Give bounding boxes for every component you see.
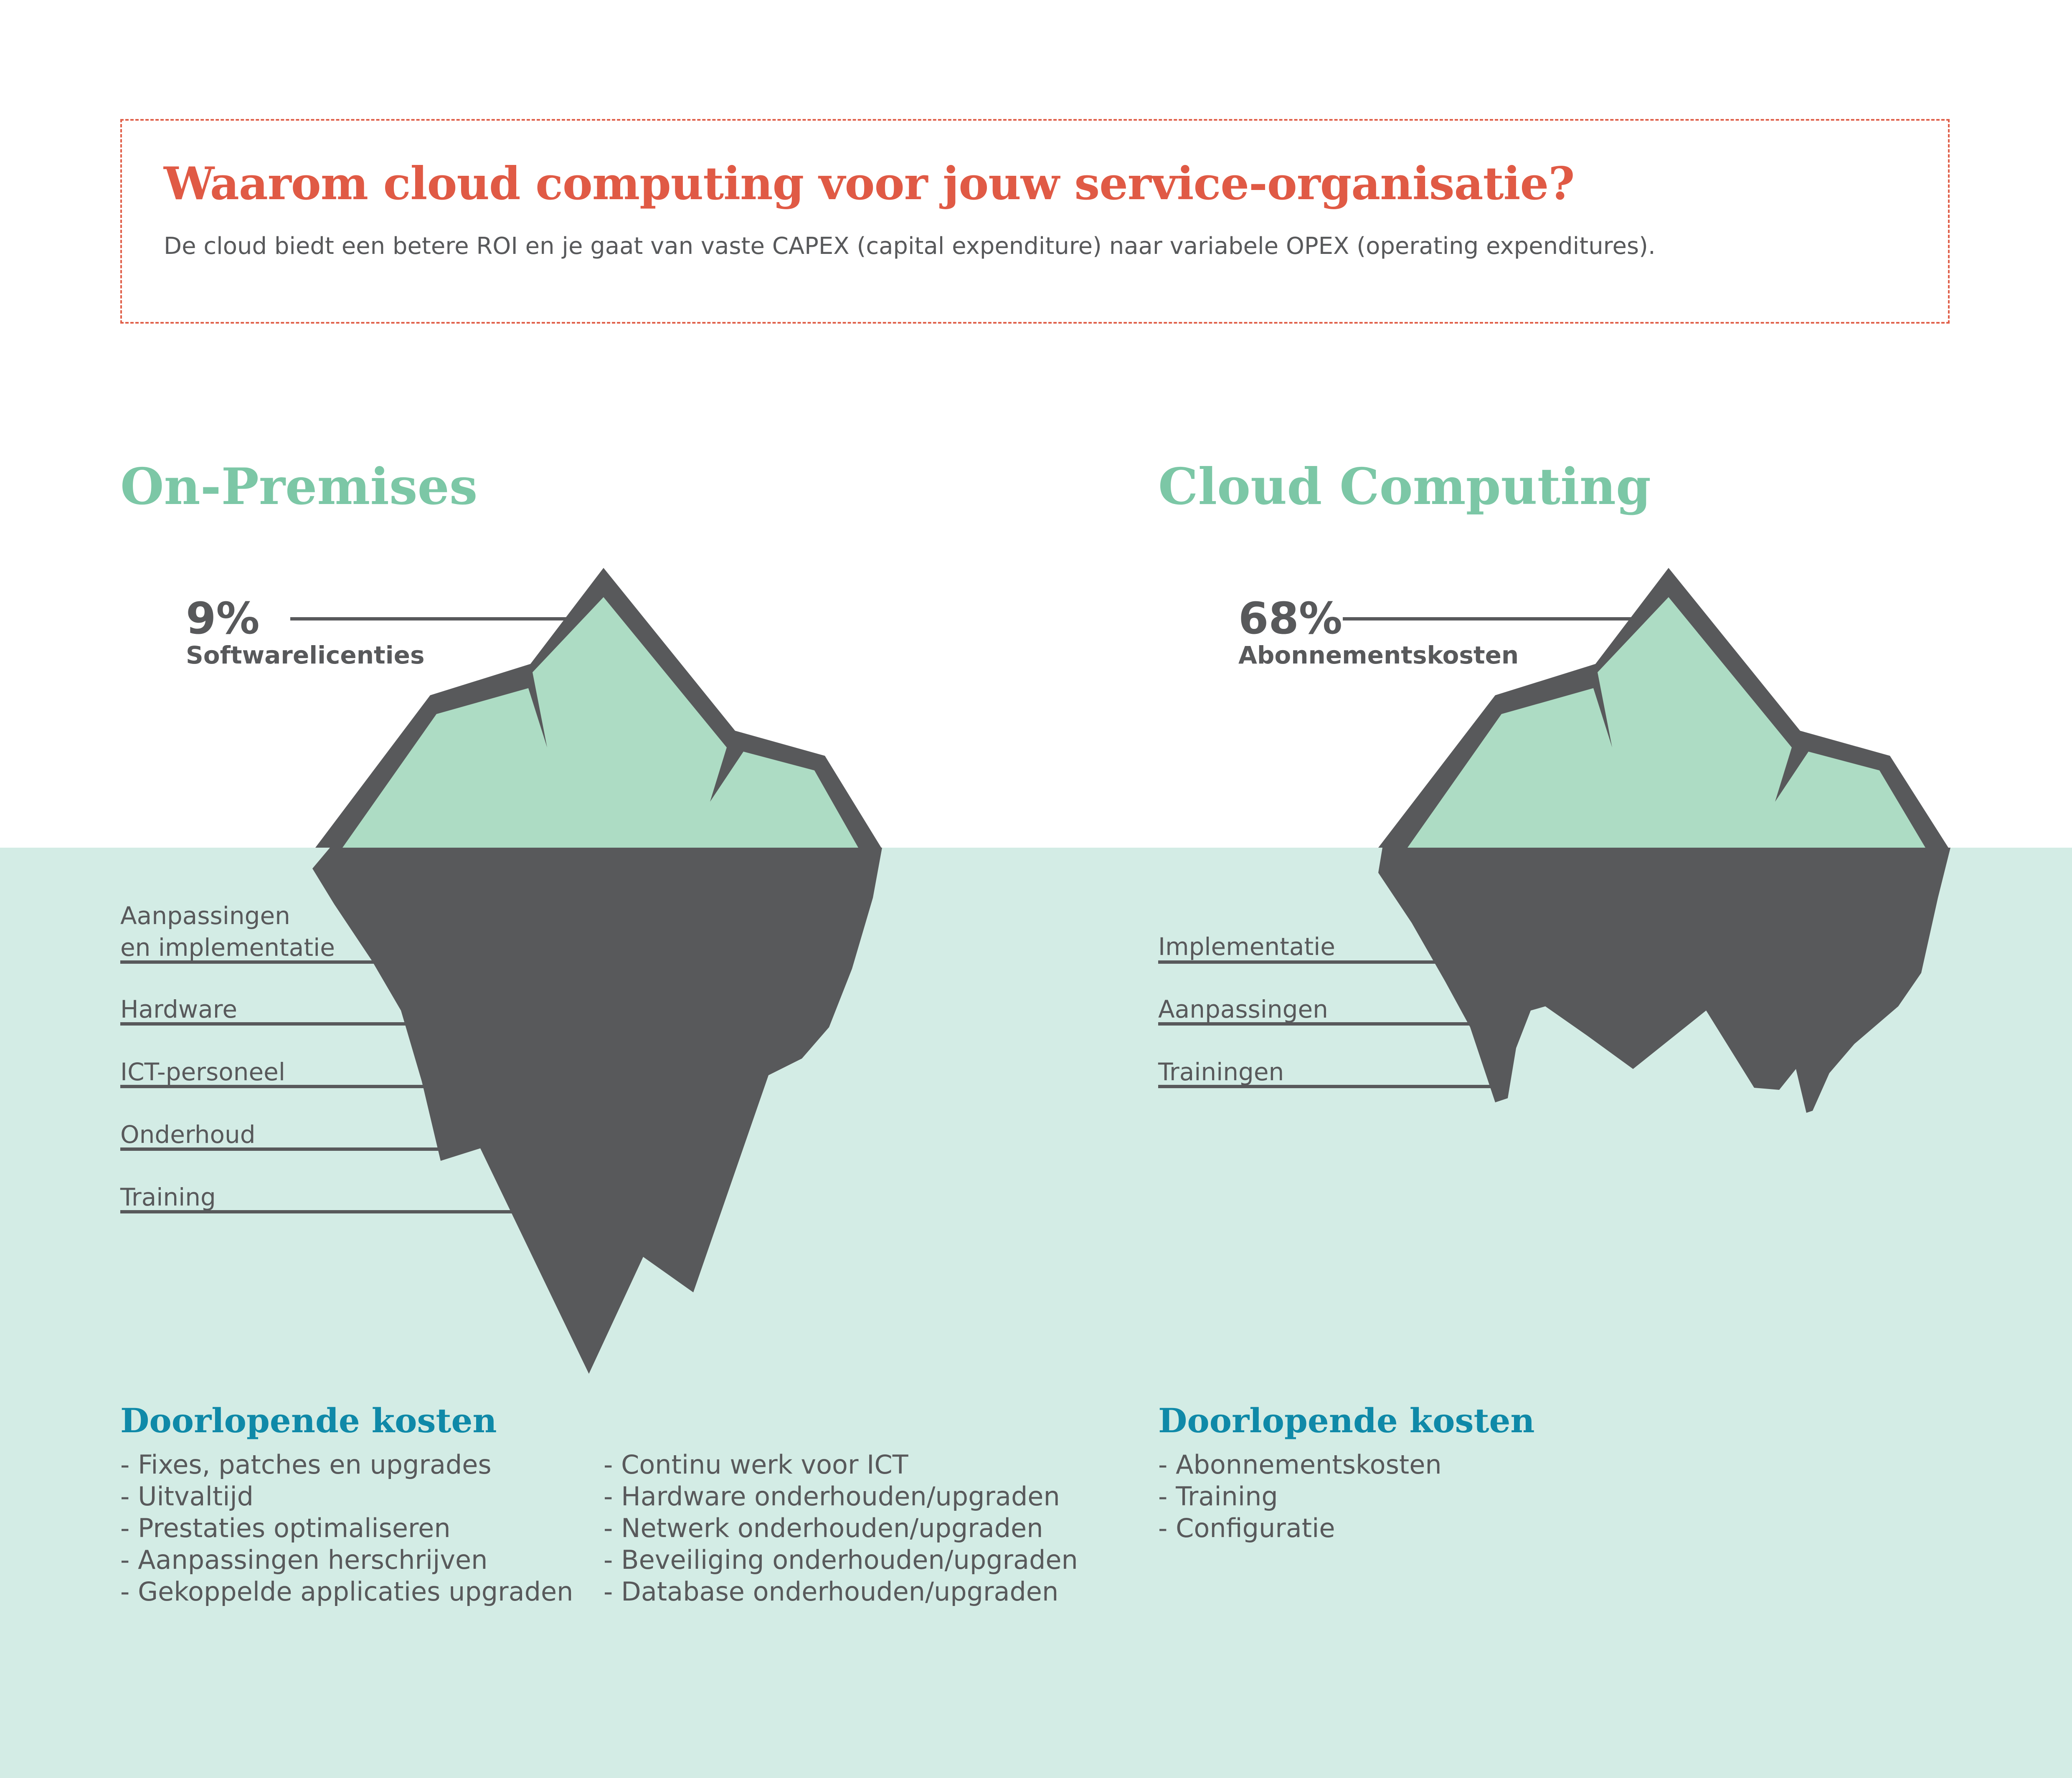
cloud-percentage-label: Abonnementskosten (1238, 641, 1519, 669)
cost-label-training: Training (120, 1183, 216, 1211)
list-item: - Hardware onderhouden/upgraden (604, 1481, 1060, 1512)
list-item: - Abonnementskosten (1158, 1449, 1442, 1480)
on-premises-percentage: 9% (186, 593, 260, 644)
on-premises-ongoing-title: Doorlopende kosten (120, 1401, 497, 1440)
list-item: - Database onderhouden/upgraden (604, 1576, 1059, 1607)
on-premises-ongoing-list-2: - Continu werk voor ICT - Hardware onder… (604, 1449, 1078, 1608)
leader-lines (120, 617, 1631, 1213)
on-premises-iceberg (312, 568, 882, 1374)
cost-label-trainingen: Trainingen (1158, 1058, 1284, 1086)
cloud-iceberg (1378, 568, 1950, 1113)
list-item: - Aanpassingen herschrijven (120, 1545, 488, 1575)
cloud-percentage: 68% (1238, 593, 1342, 644)
cost-label-en-implementatie: en implementatie (120, 933, 335, 962)
on-premises-iceberg-tip (342, 597, 858, 848)
list-item: - Configuratie (1158, 1513, 1335, 1543)
cost-label-aanpassingen: Aanpassingen (120, 902, 290, 930)
list-item: - Prestaties optimaliseren (120, 1513, 451, 1543)
on-premises-ongoing-list-1: - Fixes, patches en upgrades - Uitvaltij… (120, 1449, 573, 1608)
cost-label-ict-personeel: ICT-personeel (120, 1058, 285, 1086)
list-item: - Fixes, patches en upgrades (120, 1449, 492, 1480)
list-item: - Continu werk voor ICT (604, 1449, 908, 1480)
cost-label-hardware: Hardware (120, 995, 238, 1023)
cost-label-onderhoud: Onderhoud (120, 1120, 256, 1149)
cloud-iceberg-underwater (1378, 848, 1950, 1113)
cloud-iceberg-tip (1408, 597, 1925, 848)
cost-label-cloud-aanpassingen: Aanpassingen (1158, 995, 1328, 1023)
page-subtitle: De cloud biedt een betere ROI en je gaat… (164, 233, 1656, 260)
header-box: Waarom cloud computing voor jouw service… (120, 119, 1950, 324)
on-premises-heading: On-Premises (120, 457, 478, 516)
list-item: - Beveiliging onderhouden/upgraden (604, 1545, 1078, 1575)
list-item: - Netwerk onderhouden/upgraden (604, 1513, 1043, 1543)
on-premises-percentage-label: Softwarelicenties (186, 641, 425, 669)
cloud-heading: Cloud Computing (1158, 457, 1651, 516)
list-item: - Training (1158, 1481, 1278, 1512)
on-premises-iceberg-underwater (312, 848, 882, 1374)
page-title: Waarom cloud computing voor jouw service… (164, 157, 1575, 210)
list-item: - Gekoppelde applicaties upgraden (120, 1576, 573, 1607)
cloud-ongoing-title: Doorlopende kosten (1158, 1401, 1535, 1440)
cost-label-implementatie: Implementatie (1158, 932, 1335, 961)
list-item: - Uitvaltijd (120, 1481, 254, 1512)
cloud-ongoing-list: - Abonnementskosten - Training - Configu… (1158, 1449, 1442, 1544)
